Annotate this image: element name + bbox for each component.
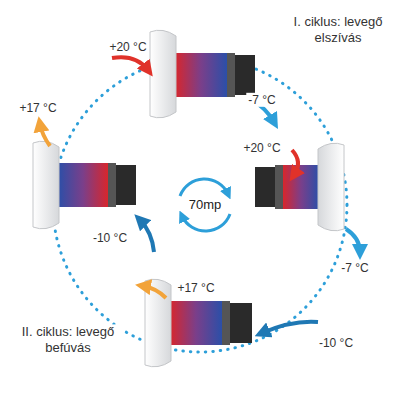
cycle-arrow [182, 214, 230, 231]
ventilator-right [255, 143, 344, 231]
temperature-label: -7 °C [339, 261, 370, 275]
temperature-label: +17 °C [175, 281, 216, 295]
ventilator-left [33, 141, 136, 229]
temperature-label: +17 °C [17, 101, 58, 115]
airflow-arrow [40, 124, 50, 146]
temperature-label: +20 °C [241, 141, 282, 155]
airflow-arrow [143, 286, 166, 298]
temperature-label: -7 °C [246, 93, 277, 107]
cycle-ring [53, 58, 347, 352]
temperature-label: -10 °C [317, 336, 355, 350]
temperature-label: -10 °C [91, 231, 129, 245]
cycle-label: II. ciklus: levegő befúvás [14, 324, 122, 355]
cycle-arrow [180, 179, 228, 196]
temperature-label: +20 °C [107, 40, 148, 54]
airflow-arrow [292, 150, 298, 175]
cycle-label: I. ciklus: levegő elszívás [284, 14, 392, 45]
cycle-time: 70mp [187, 197, 224, 213]
airflow-arrow [140, 220, 154, 252]
ventilator-top [150, 30, 255, 118]
airflow-arrow [262, 322, 318, 333]
airflow-arrow [346, 229, 360, 252]
airflow-arrow [112, 57, 148, 70]
